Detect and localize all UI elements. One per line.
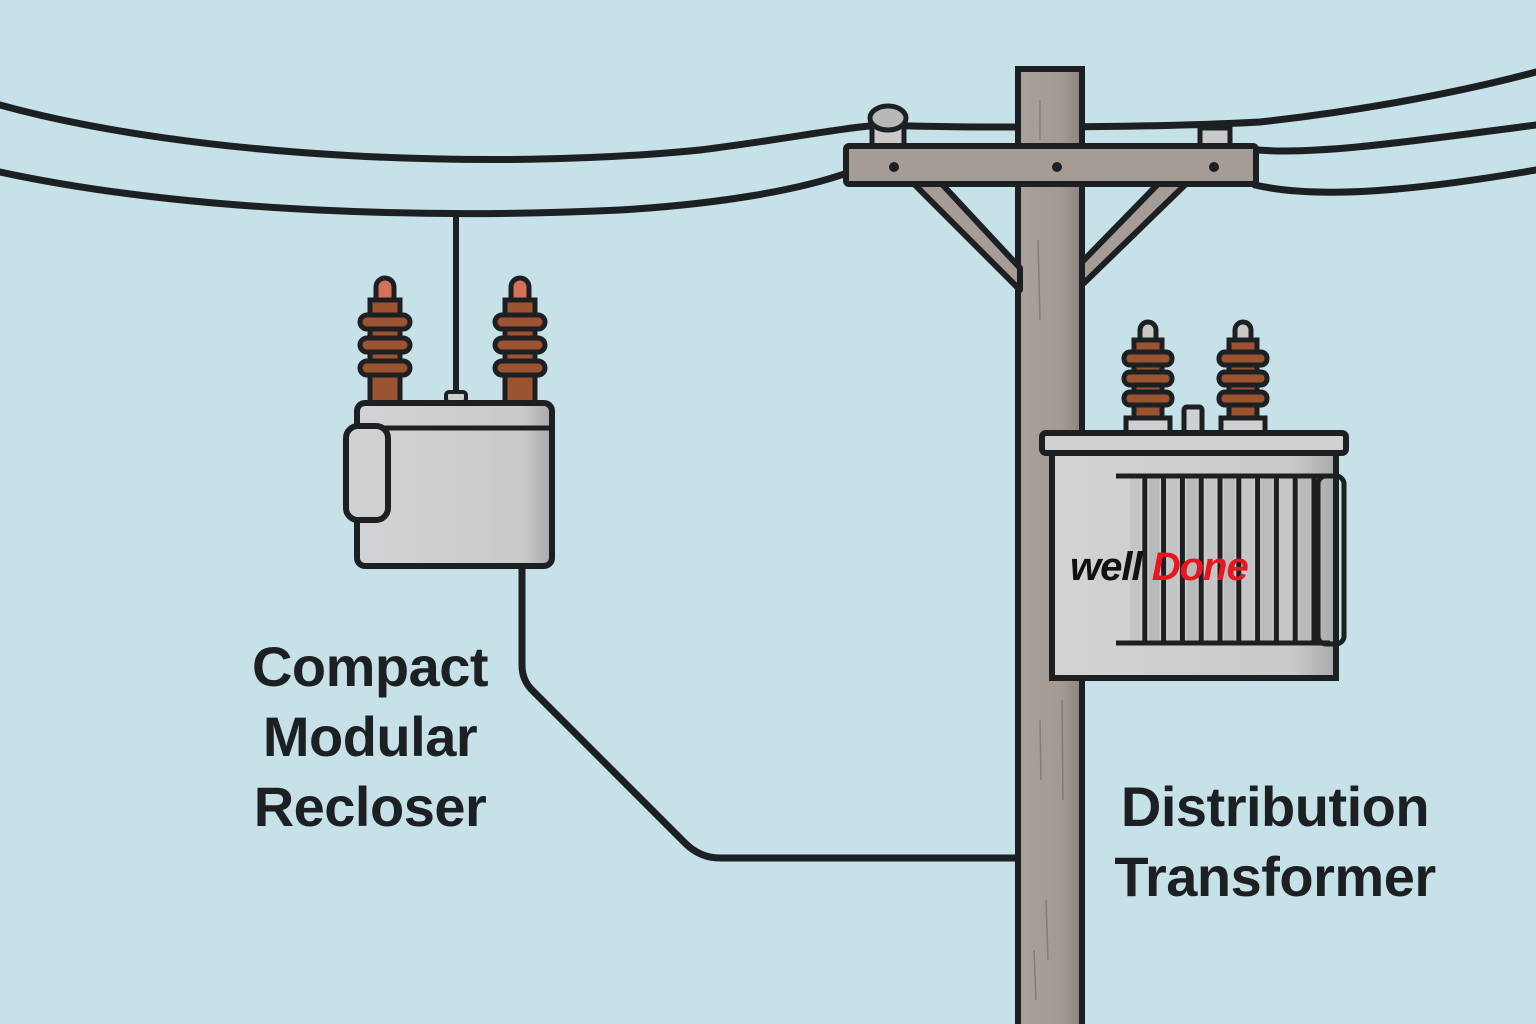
radiator-fin: [1242, 478, 1254, 642]
transformer-valve: [1181, 404, 1205, 437]
recloser-label-line: Compact: [251, 635, 489, 698]
recloser-label: Compact Modular Recloser: [225, 632, 515, 842]
recloser: [343, 275, 555, 569]
radiator-fins: [1130, 476, 1317, 643]
transformer: [1039, 319, 1349, 681]
radiator-fin: [1224, 478, 1235, 642]
transformer-bushing-right: [1216, 319, 1270, 437]
recloser-label-line: Modular: [262, 705, 478, 768]
radiator-fin: [1280, 478, 1292, 642]
wire-right-lower: [1251, 166, 1536, 196]
recloser-bushing-left: [357, 275, 413, 409]
recloser-label-line: Recloser: [253, 775, 487, 838]
recloser-bushing-right: [492, 275, 548, 409]
wire-right-middle: [1254, 121, 1536, 155]
pin-insulator-left: [867, 103, 909, 151]
crossarm-bolt: [1209, 162, 1219, 172]
logo-part-2: Done: [1151, 545, 1249, 589]
radiator-fin: [1299, 478, 1310, 642]
brand-logo: well Done: [1070, 545, 1249, 590]
transformer-label: Distribution Transformer: [1090, 772, 1460, 912]
transformer-bushing-left: [1121, 319, 1175, 437]
radiator-fin: [1167, 478, 1179, 642]
recloser-side-handle: [343, 423, 391, 523]
radiator-fin: [1261, 478, 1273, 642]
crossarm-bolt: [889, 162, 899, 172]
radiator-fin: [1205, 478, 1216, 642]
recloser-to-pole-cable: [518, 566, 1020, 862]
overhead-wires: [0, 68, 1536, 217]
transformer-lid: [1039, 430, 1349, 456]
pole-brace-right: [1079, 179, 1191, 288]
radiator-fin: [1130, 478, 1141, 642]
logo-part-1: well: [1070, 545, 1152, 589]
radiator-fin: [1186, 478, 1198, 642]
wire-lower-left: [0, 168, 854, 217]
wire-top-through: [876, 68, 1536, 131]
crossarm: [843, 143, 1259, 187]
transformer-label-line: Distribution: [1120, 775, 1430, 838]
radiator-fin: [1148, 478, 1160, 642]
crossarm-bolt: [1052, 162, 1062, 172]
transformer-label-line: Transformer: [1114, 845, 1436, 908]
pole-brace-left: [909, 179, 1023, 293]
wire-upper-left: [0, 101, 884, 163]
